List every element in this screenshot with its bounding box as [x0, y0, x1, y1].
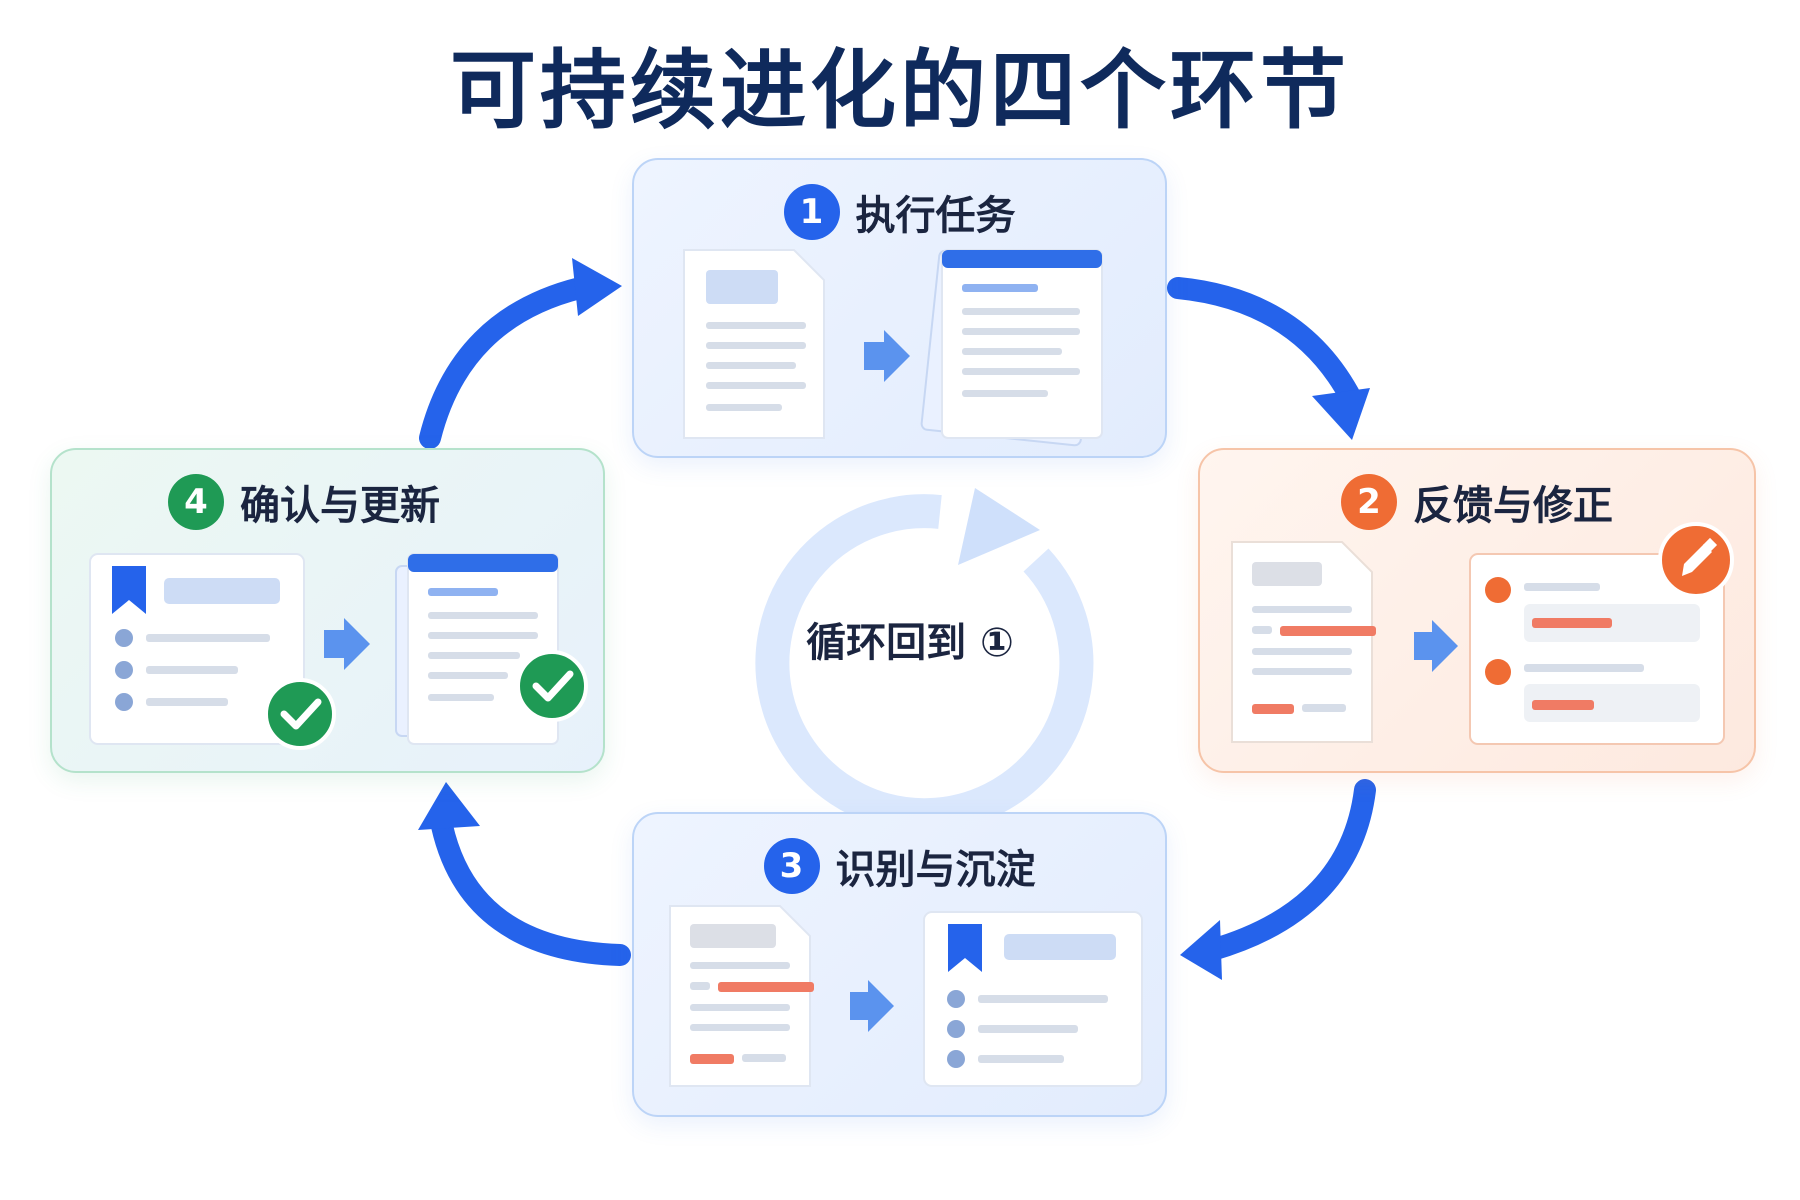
check-icon: [264, 678, 336, 750]
arrow-right-icon: [1414, 620, 1458, 672]
step-1-illustration: [683, 249, 1103, 447]
flow-arrow-2-to-3: [1201, 779, 1376, 961]
document-icon: [1469, 553, 1725, 745]
flow-arrow-3-to-4: [431, 815, 631, 966]
pencil-icon: [1658, 522, 1734, 598]
diagram-title: 可持续进化的四个环节: [450, 41, 1350, 141]
document-icon: [923, 911, 1143, 1087]
step-label-2: 反馈与修正: [1413, 483, 1613, 529]
document-icon: [89, 553, 305, 745]
flow-arrow-1-to-2: [1167, 277, 1363, 411]
step-card-4: 4 确认与更新: [50, 448, 605, 773]
flow-arrowhead-3-to-4: [418, 782, 480, 830]
document-icon: [920, 249, 1103, 447]
step-number-1: 1: [783, 184, 840, 240]
document-icon: [669, 905, 814, 1087]
flow-arrow-4-to-1: [419, 277, 591, 449]
bookmark-icon: [112, 566, 146, 614]
center-cycle-label: 循环回到 ①: [806, 620, 1014, 666]
arrow-right-icon: [324, 618, 370, 670]
step-card-2: 2 反馈与修正: [1198, 448, 1756, 773]
step-4-illustration: [89, 553, 588, 750]
flow-arrowhead-4-to-1: [572, 258, 622, 316]
step-number-4: 4: [168, 474, 224, 530]
step-label-4: 确认与更新: [240, 483, 440, 529]
document-icon: [683, 249, 825, 439]
step-label-1: 执行任务: [855, 193, 1016, 239]
document-icon: [1231, 541, 1376, 743]
step-card-1: 1 执行任务: [632, 158, 1167, 458]
arrow-right-icon: [850, 980, 894, 1032]
center-cycle-ring: [755, 494, 1094, 833]
center-cycle-arrowhead: [958, 488, 1040, 565]
step-2-illustration: [1231, 522, 1734, 745]
bookmark-icon: [948, 924, 982, 972]
step-3-illustration: [669, 905, 1143, 1087]
check-icon: [516, 650, 588, 722]
step-number-3: 3: [763, 838, 820, 894]
step-card-3: 3 识别与沉淀: [632, 812, 1167, 1117]
step-label-3: 识别与沉淀: [835, 847, 1036, 893]
flow-arrowhead-2-to-3: [1180, 920, 1222, 980]
flow-arrowhead-1-to-2: [1312, 388, 1370, 440]
step-number-2: 2: [1341, 474, 1397, 530]
arrow-right-icon: [864, 330, 910, 382]
